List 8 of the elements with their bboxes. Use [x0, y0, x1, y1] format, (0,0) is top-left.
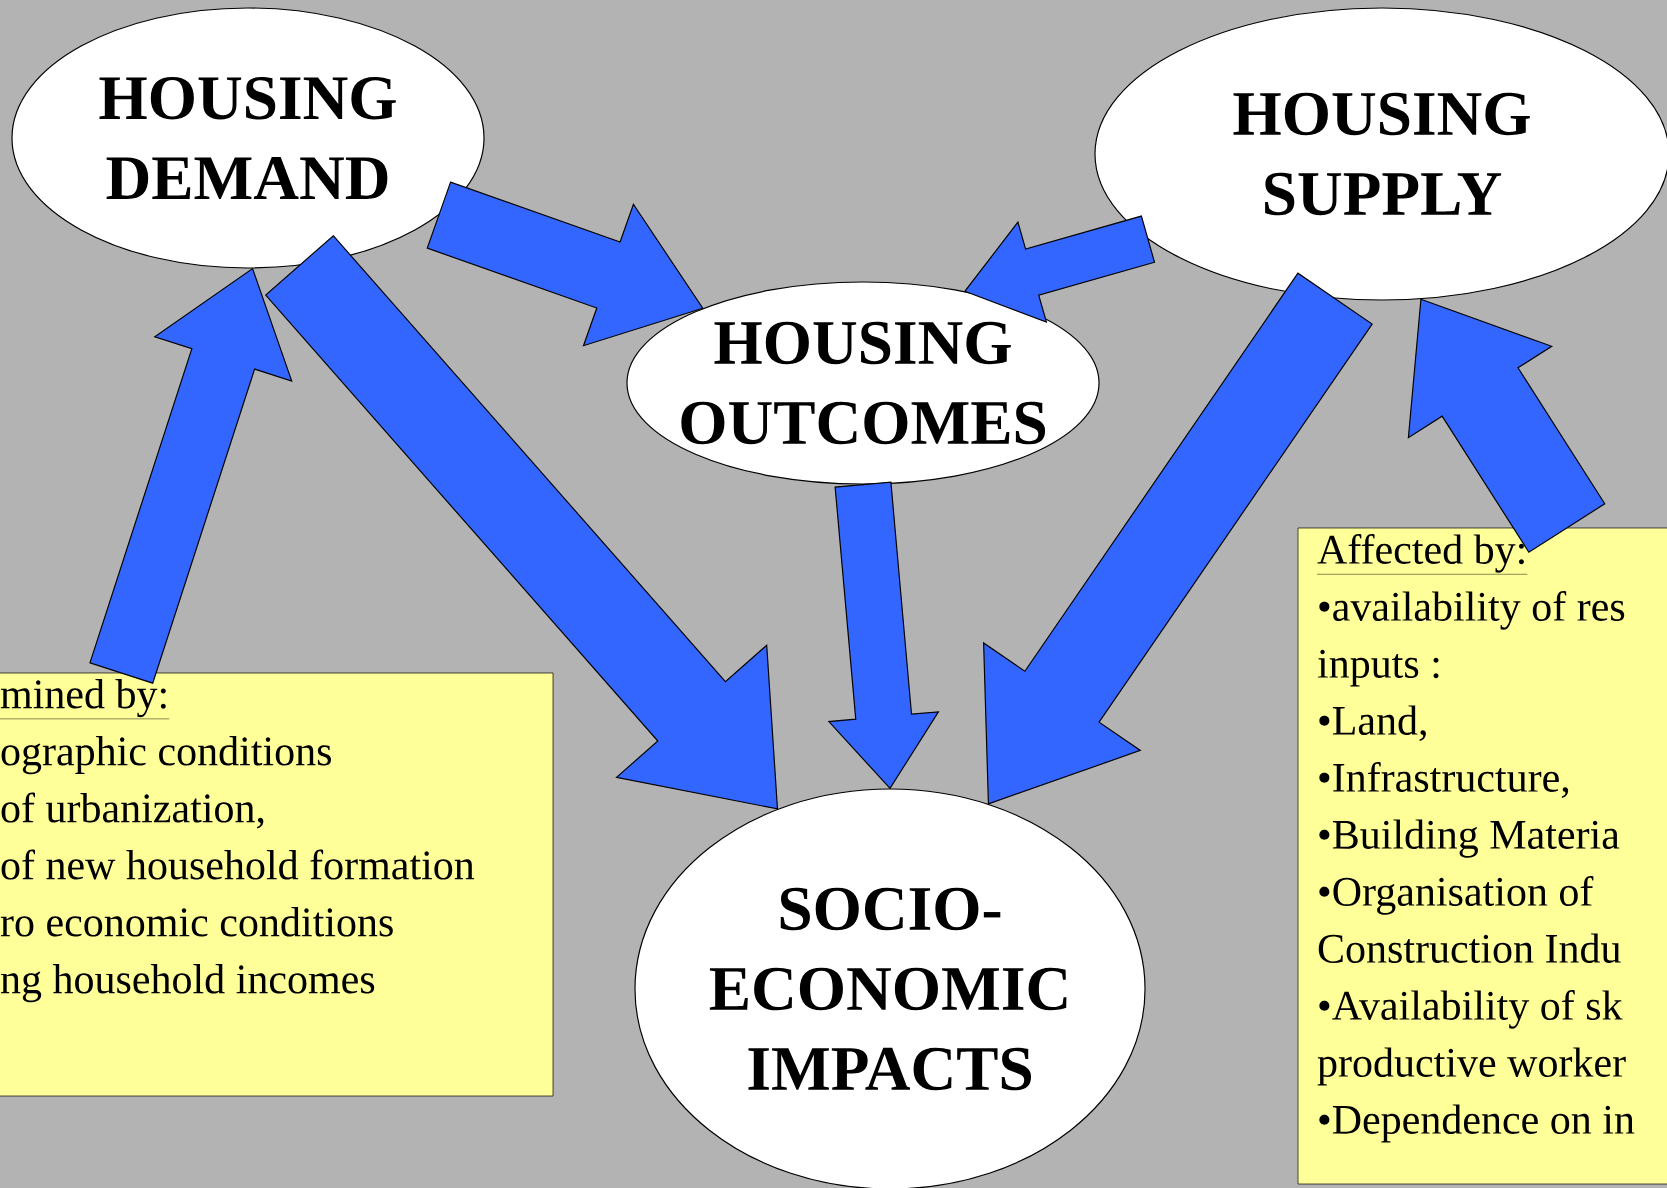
note-box: Affected by: •availability of res inputs : •Land, •Infrastructure, •Building Materia •Organisation of Construction Indu •Availability of sk productive worker •Dependence on in: [1297, 527, 1667, 1185]
block-arrow: [983, 272, 1373, 805]
block-arrow: [827, 481, 940, 790]
note-box: mined by: ographic conditions of urbanization, of new household formation ro economic conditions ng household incomes: [0, 672, 554, 1097]
block-arrow: [89, 267, 293, 684]
block-arrow: [1407, 298, 1606, 553]
block-arrow: [963, 215, 1156, 324]
block-arrow: [426, 181, 704, 347]
